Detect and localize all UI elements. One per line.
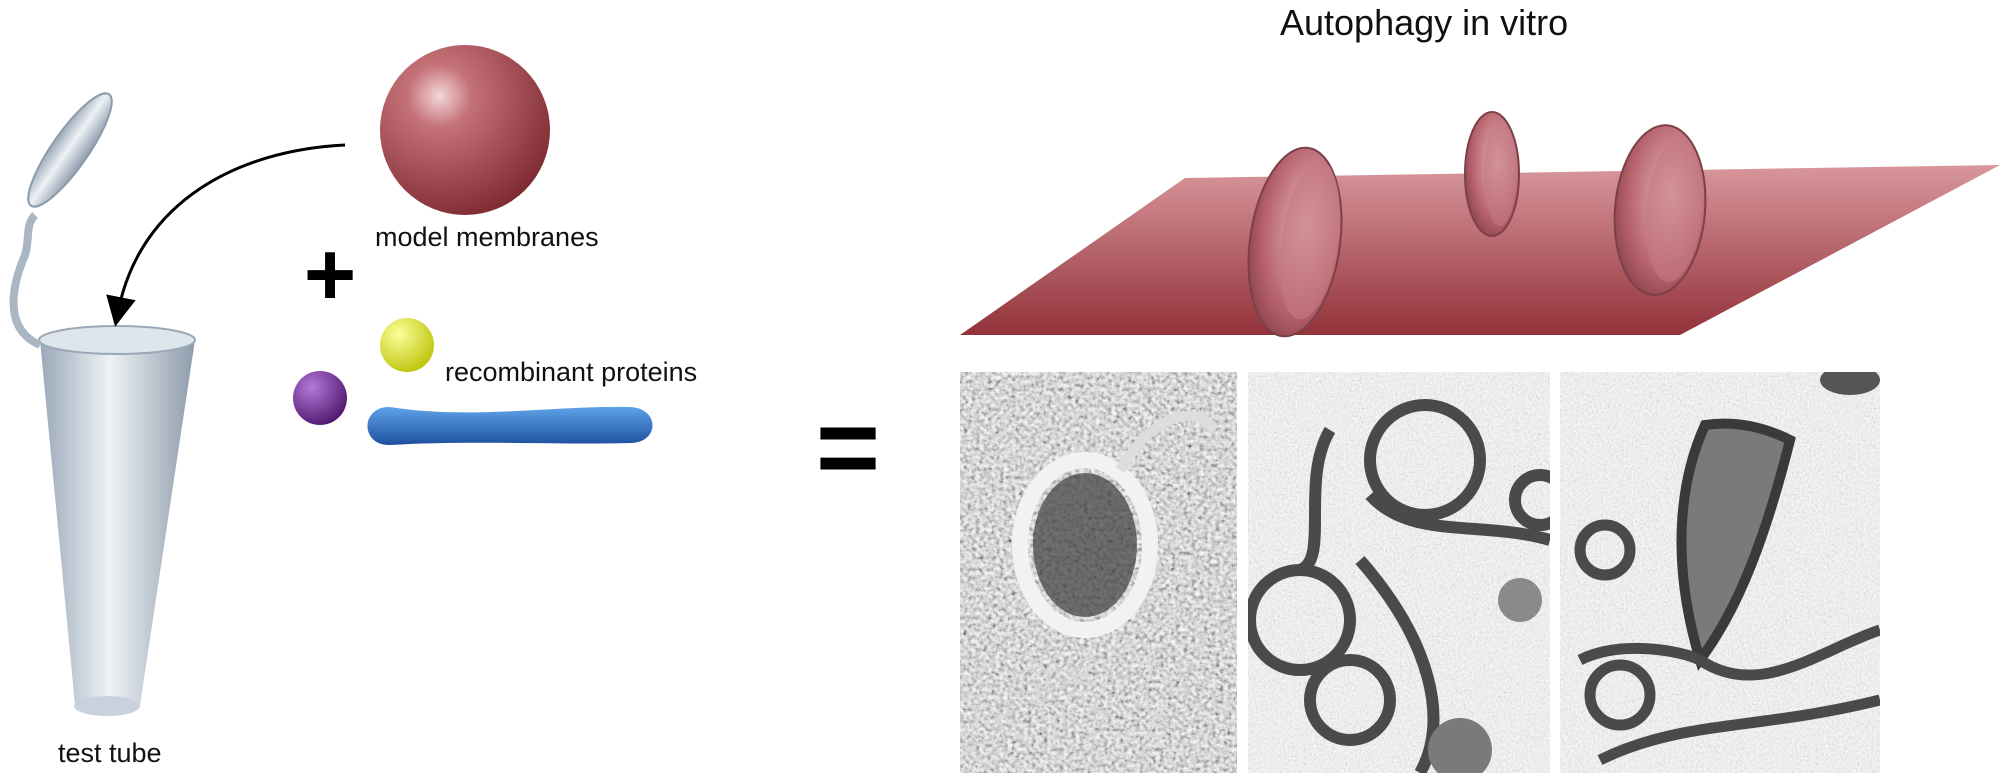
plus-sign: + [304, 225, 357, 325]
autophagosome-cup [1464, 111, 1520, 237]
blue-protein [367, 406, 653, 446]
arrow [106, 143, 346, 327]
tem-micrograph-2 [1560, 372, 1880, 773]
tem-micrograph-1 [1248, 372, 1550, 773]
autophagosome-cup [1247, 146, 1343, 338]
test-tube [9, 92, 196, 716]
model-membrane-sphere [380, 45, 550, 215]
recombinant-proteins-label: recombinant proteins [445, 357, 698, 387]
sem-micrograph [960, 372, 1237, 773]
autophagosome-cup [1613, 124, 1707, 296]
figure-title: Autophagy in vitro [1280, 2, 1569, 43]
membrane-plane [960, 165, 2000, 335]
equals-sign: = [816, 386, 880, 509]
test-tube-label: test tube [58, 738, 162, 768]
purple-protein [293, 371, 347, 425]
model-membranes-label: model membranes [375, 222, 599, 252]
yellow-protein [380, 318, 434, 372]
